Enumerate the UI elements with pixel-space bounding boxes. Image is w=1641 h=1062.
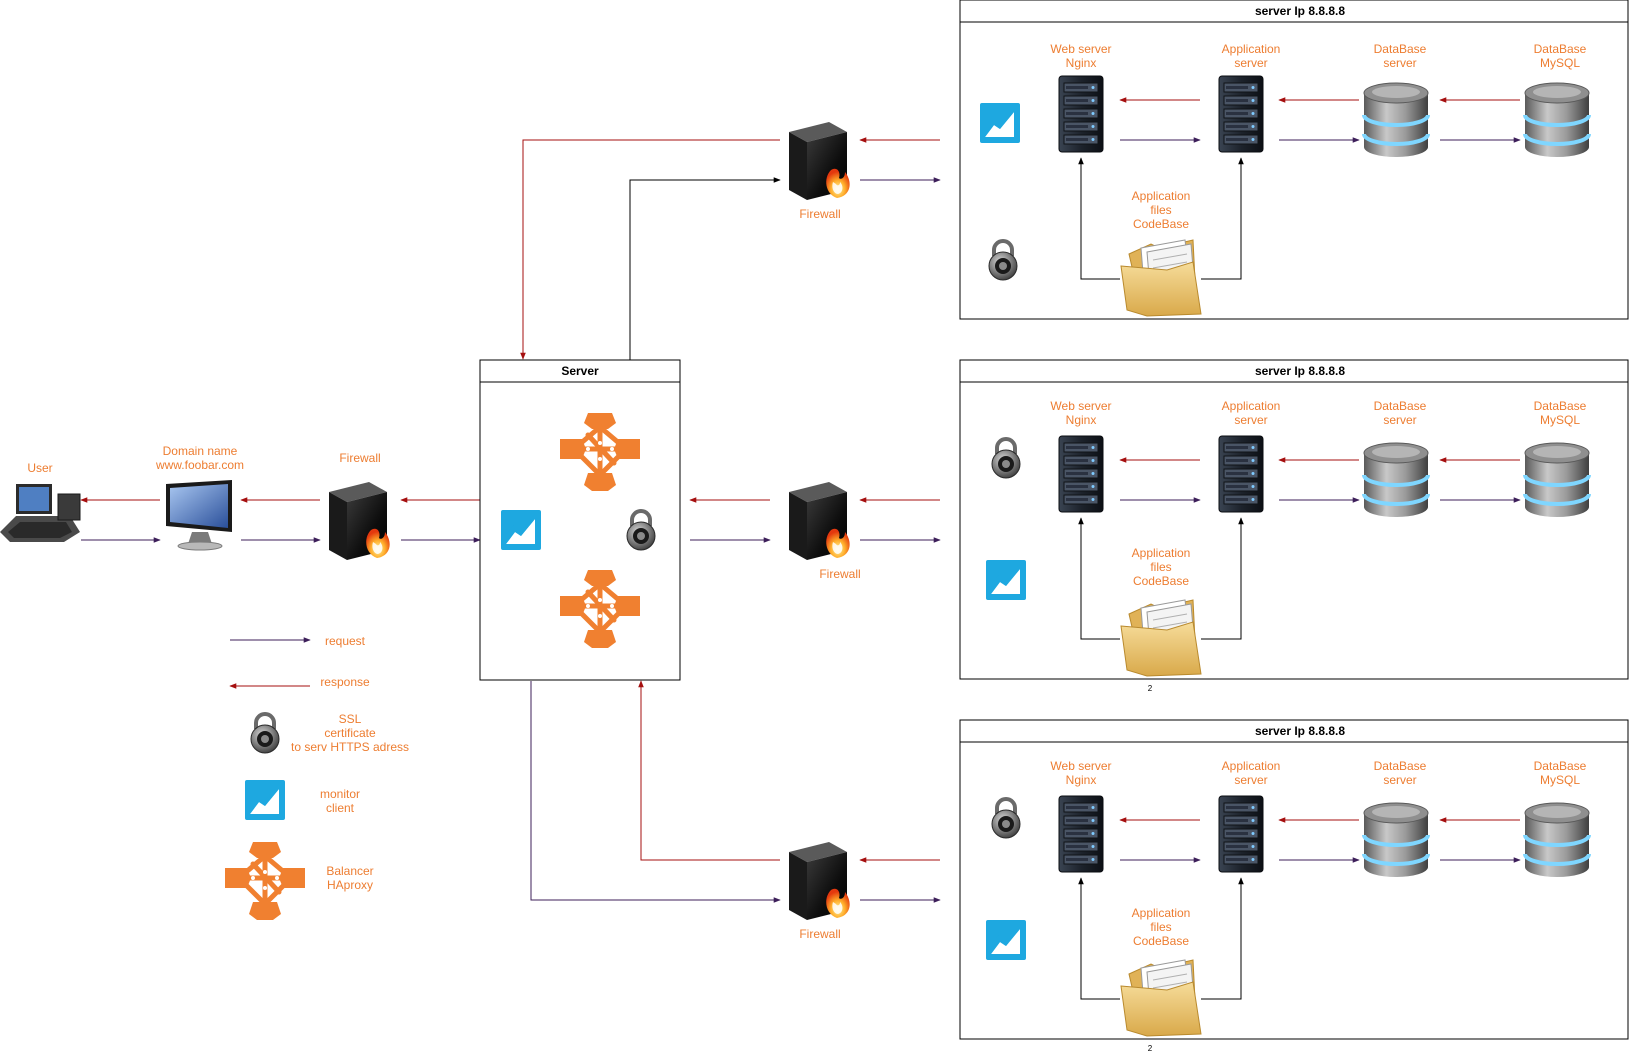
web-server-label-2: Nginx [1066,413,1097,427]
legend-monitor-label-1: monitor [320,787,360,801]
mysql-label-2: MySQL [1540,56,1580,70]
server-title: Server [561,364,599,378]
firewall-middle: Firewall [789,482,861,581]
firewall-icon [329,482,390,560]
web-server-label-1: Web server [1050,42,1111,56]
client-arrows [80,497,481,543]
app-server-label-2: server [1234,413,1267,427]
firewall-bottom: Firewall [789,842,850,941]
app-files-label-2: files [1150,920,1171,934]
legend-response-label: response [320,675,370,689]
monitor-client-icon [980,103,1020,143]
firewall-top: Firewall [789,122,850,221]
domain-label-line2: www.foobar.com [155,458,244,472]
balancer-icon [225,842,305,920]
app-server-label-2: server [1234,56,1267,70]
web-server-label-2: Nginx [1066,56,1097,70]
desktop-monitor-icon [165,479,233,551]
monitor-client-icon [501,510,541,550]
user-node: User [0,461,81,543]
server-group-title: server Ip 8.8.8.8 [1255,364,1345,378]
monitor-client-icon [245,780,285,820]
legend-ssl-label-3: to serv HTTPS adress [291,740,409,754]
mysql-label-1: DataBase [1534,399,1587,413]
app-files-label-3: CodeBase [1133,574,1189,588]
app-server-label-2: server [1234,773,1267,787]
firewall-icon [789,122,850,200]
load-balancer-server: Server [479,359,681,681]
web-server-label-1: Web server [1050,759,1111,773]
mysql-label-2: MySQL [1540,773,1580,787]
app-files-label-2: files [1150,560,1171,574]
db-server-label-1: DataBase [1374,759,1427,773]
firewall-icon [789,842,850,920]
app-files-label-1: Application [1132,189,1191,203]
lb-arrows [520,139,781,903]
user-label: User [27,461,52,475]
legend-balancer-label-2: HAproxy [327,878,373,892]
legend-request-label: request [325,634,366,648]
request-arrow [530,681,781,903]
mysql-label-1: DataBase [1534,42,1587,56]
db-server-label-2: server [1383,413,1416,427]
db-server-label-2: server [1383,773,1416,787]
ssl-lock-icon [249,712,281,755]
server-group-2: server Ip 8.8.8.8 Web server Nginx Appli… [960,360,1628,693]
app-files-label-1: Application [1132,546,1191,560]
mysql-label-2: MySQL [1540,413,1580,427]
legend-ssl-label-1: SSL [339,712,362,726]
footnote: 2 [1148,1044,1153,1053]
response-arrow [638,680,780,861]
db-server-label-1: DataBase [1374,399,1427,413]
firewall-to-server-arrows [859,137,941,903]
firewall-middle-label: Firewall [819,567,860,581]
app-files-label-1: Application [1132,906,1191,920]
client-firewall-node: Firewall [329,451,390,560]
db-server-label-1: DataBase [1374,42,1427,56]
server-group-1: server Ip 8.8.8.8 Web server Nginx Appli… [960,0,1628,319]
legend-balancer-label-1: Balancer [326,864,373,878]
app-server-label-1: Application [1222,759,1281,773]
domain-label-line1: Domain name [163,444,238,458]
server-group-title: server Ip 8.8.8.8 [1255,724,1345,738]
firewall-top-label: Firewall [799,207,840,221]
monitor-client-icon [986,920,1026,960]
monitor-client-icon [986,560,1026,600]
laptop-icon [0,483,81,543]
domain-node: Domain name www.foobar.com [155,444,244,551]
web-server-label-2: Nginx [1066,773,1097,787]
legend: request response SSL certificate to serv… [225,634,409,920]
web-server-label-1: Web server [1050,399,1111,413]
app-files-label-2: files [1150,203,1171,217]
footnote: 2 [1148,684,1153,693]
app-files-label-3: CodeBase [1133,934,1189,948]
request-arrow [629,177,781,360]
app-server-label-1: Application [1222,399,1281,413]
server-group-3: server Ip 8.8.8.8 Web server Nginx Appli… [960,720,1628,1053]
response-arrow [520,139,780,360]
client-firewall-label: Firewall [339,451,380,465]
firewall-icon [789,482,850,560]
app-server-label-1: Application [1222,42,1281,56]
legend-monitor-label-2: client [326,801,355,815]
db-server-label-2: server [1383,56,1416,70]
server-group-title: server Ip 8.8.8.8 [1255,4,1345,18]
firewall-bottom-label: Firewall [799,927,840,941]
app-files-label-3: CodeBase [1133,217,1189,231]
legend-ssl-label-2: certificate [324,726,376,740]
mysql-label-1: DataBase [1534,759,1587,773]
